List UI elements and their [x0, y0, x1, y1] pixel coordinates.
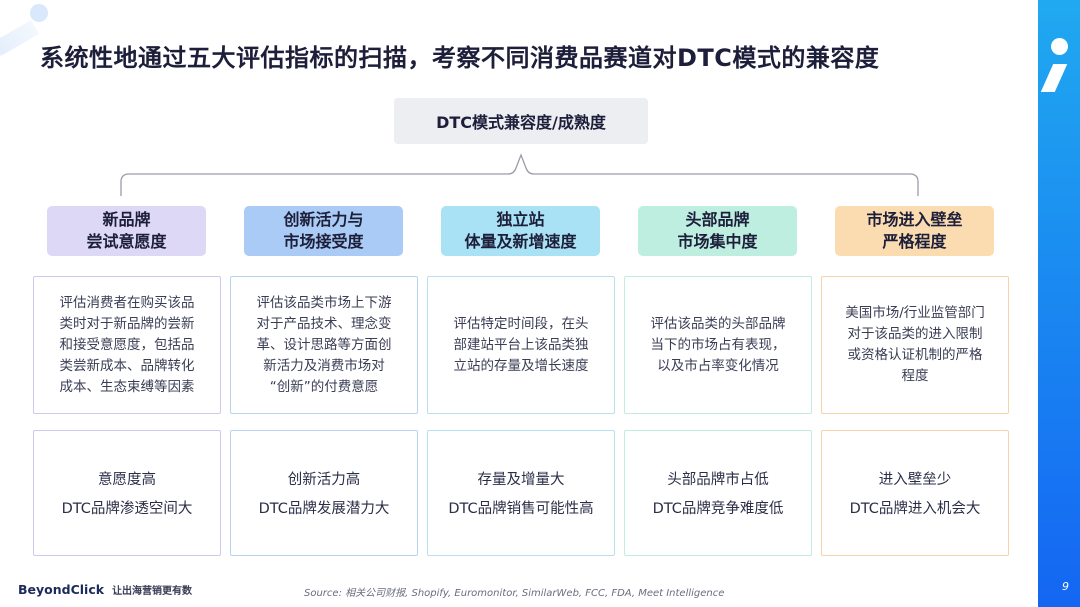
description-line: 成本、生态束缚等因素	[59, 378, 195, 395]
category-title-line2: 市场集中度	[677, 232, 758, 251]
description-line: 程度	[901, 368, 929, 384]
accent-stroke	[1040, 64, 1068, 92]
result-condition: 头部品牌市占低	[667, 472, 769, 488]
description-line: 类尝新成本、品牌转化	[59, 357, 195, 374]
category-title-line1: 独立站	[496, 210, 545, 229]
description-line: 革、设计思路等方面创	[256, 336, 392, 353]
description-card: 评估消费者在购买该品 类时对于新品牌的尝新 和接受意愿度，包括品 类尝新成本、品…	[33, 276, 221, 414]
result-implication: DTC品牌销售可能性高	[448, 501, 594, 517]
brand-logo: BeyondClick 让出海营销更有数	[18, 582, 192, 597]
description-line: 以及市占率变化情况	[657, 357, 779, 374]
result-implication: DTC品牌竞争难度低	[652, 501, 784, 517]
brand-slogan: 让出海营销更有数	[112, 586, 193, 597]
right-accent-band: 9	[1038, 0, 1080, 607]
result-card: 头部品牌市占低 DTC品牌竞争难度低	[624, 430, 812, 556]
description-card: 评估该品类市场上下游 对于产品技术、理念变 革、设计思路等方面创 新活力及消费市…	[230, 276, 418, 414]
result-implication: DTC品牌进入机会大	[849, 501, 981, 517]
description-text: 评估该品类市场上下游 对于产品技术、理念变 革、设计思路等方面创 新活力及消费市…	[257, 293, 392, 398]
description-line: 评估该品类的头部品牌	[650, 315, 786, 332]
description-text: 评估消费者在购买该品 类时对于新品牌的尝新 和接受意愿度，包括品 类尝新成本、品…	[60, 293, 195, 398]
result-condition: 意愿度高	[98, 472, 156, 488]
category-entry-barrier: 市场进入壁垒 严格程度	[835, 206, 994, 256]
description-line: 评估该品类市场上下游	[256, 294, 392, 311]
category-title-line2: 严格程度	[882, 232, 947, 251]
description-line: 立站的存量及增长速度	[453, 357, 589, 374]
result-condition: 存量及增量大	[477, 472, 565, 488]
category-innovation-acceptance: 创新活力与 市场接受度	[244, 206, 403, 256]
decor-circle	[30, 4, 48, 22]
root-label: DTC模式兼容度/成熟度	[436, 113, 606, 132]
description-line: 部建站平台上该品类独	[453, 336, 589, 353]
slide-title: 系统性地通过五大评估指标的扫描，考察不同消费品赛道对DTC模式的兼容度	[40, 44, 880, 72]
description-text: 评估特定时间段，在头 部建站平台上该品类独 立站的存量及增长速度	[454, 314, 589, 377]
description-text: 评估该品类的头部品牌 当下的市场占有表现， 以及市占率变化情况	[651, 314, 786, 377]
corner-decoration	[0, 0, 70, 70]
result-implication: DTC品牌发展潜力大	[258, 501, 390, 517]
description-line: 类时对于新品牌的尝新	[59, 315, 195, 332]
description-text: 美国市场/行业监管部门 对于该品类的进入限制 或资格认证机制的严格 程度	[845, 303, 985, 387]
accent-dot	[1051, 38, 1068, 55]
category-title-line1: 新品牌	[102, 210, 151, 229]
category-title-line2: 市场接受度	[283, 232, 364, 251]
result-card: 存量及增量大 DTC品牌销售可能性高	[427, 430, 615, 556]
description-line: 对于产品技术、理念变	[256, 315, 392, 332]
result-card: 意愿度高 DTC品牌渗透空间大	[33, 430, 221, 556]
result-condition: 创新活力高	[287, 472, 361, 488]
description-line: 评估消费者在购买该品	[59, 294, 195, 311]
category-title-line1: 市场进入壁垒	[866, 210, 963, 229]
category-title-line2: 体量及新增速度	[464, 232, 577, 251]
root-node: DTC模式兼容度/成熟度	[394, 98, 648, 144]
description-line: 当下的市场占有表现，	[650, 336, 786, 353]
source-note: Source: 相关公司财报, Shopify, Euromonitor, Si…	[304, 588, 725, 599]
result-implication: DTC品牌渗透空间大	[61, 501, 193, 517]
category-new-brand-trial: 新品牌 尝试意愿度	[47, 206, 206, 256]
category-title-line2: 尝试意愿度	[86, 232, 167, 251]
result-card: 进入壁垒少 DTC品牌进入机会大	[821, 430, 1009, 556]
description-line: “创新”的付费意愿	[269, 378, 379, 395]
description-card: 美国市场/行业监管部门 对于该品类的进入限制 或资格认证机制的严格 程度	[821, 276, 1009, 414]
result-condition: 进入壁垒少	[878, 472, 952, 488]
category-title-line1: 创新活力与	[283, 210, 364, 229]
result-card: 创新活力高 DTC品牌发展潜力大	[230, 430, 418, 556]
page-number: 9	[1062, 580, 1069, 593]
description-line: 新活力及消费市场对	[263, 357, 385, 374]
description-line: 或资格认证机制的严格	[847, 347, 983, 363]
category-title-line1: 头部品牌	[685, 210, 750, 229]
category-head-brand-concentration: 头部品牌 市场集中度	[638, 206, 797, 256]
logo-text: BeyondClick	[18, 582, 105, 597]
category-independent-site: 独立站 体量及新增速度	[441, 206, 600, 256]
description-line: 对于该品类的进入限制	[847, 326, 983, 342]
connector-bracket	[120, 153, 919, 196]
description-card: 评估该品类的头部品牌 当下的市场占有表现， 以及市占率变化情况	[624, 276, 812, 414]
description-line: 和接受意愿度，包括品	[59, 336, 195, 353]
description-line: 评估特定时间段，在头	[453, 315, 589, 332]
description-line: 美国市场/行业监管部门	[845, 305, 985, 321]
description-card: 评估特定时间段，在头 部建站平台上该品类独 立站的存量及增长速度	[427, 276, 615, 414]
